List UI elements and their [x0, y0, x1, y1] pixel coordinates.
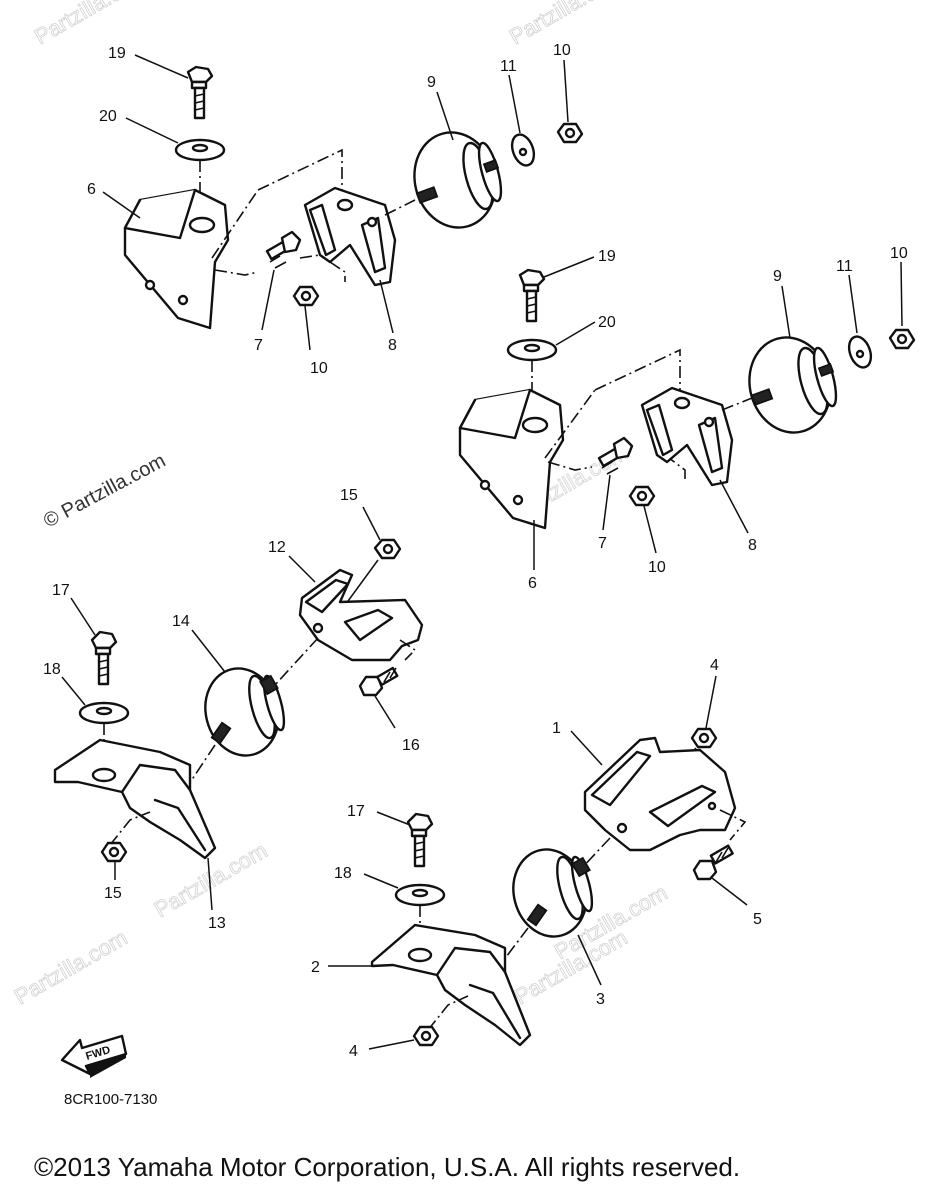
callout-15: 15 — [340, 487, 358, 504]
diagram-code: 8CR100-7130 — [64, 1091, 157, 1108]
callout-4: 4 — [710, 657, 719, 674]
washer-20 — [506, 338, 558, 362]
callout-11: 11 — [836, 258, 853, 275]
callout-12: 12 — [268, 539, 286, 556]
nut-4 — [690, 727, 718, 749]
mount-14 — [204, 667, 286, 757]
callout-6: 6 — [87, 181, 96, 198]
washer-11 — [510, 133, 536, 167]
bracket-6 — [123, 188, 230, 330]
nut-15 — [373, 538, 402, 560]
washer-18 — [78, 701, 130, 725]
callout-9: 9 — [427, 74, 436, 91]
callout-14: 14 — [172, 613, 190, 630]
nut-10 — [292, 285, 320, 307]
bracket-6 — [458, 388, 565, 530]
callout-7: 7 — [598, 535, 607, 552]
callout-8: 8 — [748, 537, 757, 554]
copyright-notice: ©2013 Yamaha Motor Corporation, U.S.A. A… — [34, 1152, 740, 1182]
callout-10: 10 — [553, 42, 571, 59]
bolt-16 — [358, 666, 399, 697]
bolt-7 — [597, 436, 634, 475]
callout-2: 2 — [311, 959, 320, 976]
callout-19: 19 — [108, 45, 126, 62]
callout-20: 20 — [598, 314, 616, 331]
assembly-lower-left — [53, 538, 424, 863]
nut-15 — [100, 841, 128, 863]
nut-10 — [628, 485, 656, 507]
bracket-1 — [583, 736, 737, 852]
callout-6: 6 — [528, 575, 537, 592]
bolt-19 — [186, 65, 214, 120]
assembly-lower-right — [370, 727, 747, 1047]
bolt-17 — [406, 812, 434, 868]
callout-5: 5 — [753, 911, 762, 928]
callout-labels: 19 20 6 7 10 8 9 11 10 19 20 9 11 10 7 1… — [43, 42, 908, 1060]
bolt-19 — [518, 268, 546, 323]
callout-17: 17 — [347, 803, 365, 820]
bolt-7 — [265, 230, 302, 269]
watermark-faint: Partzilla.com — [10, 925, 132, 1010]
callout-18: 18 — [334, 865, 352, 882]
bracket-2 — [370, 923, 532, 1047]
callout-11: 11 — [500, 58, 517, 75]
bracket-13 — [53, 738, 217, 860]
callout-10: 10 — [310, 360, 328, 377]
nut-4 — [412, 1025, 440, 1047]
callout-9: 9 — [773, 268, 782, 285]
callout-13: 13 — [208, 915, 226, 932]
callout-7: 7 — [254, 337, 263, 354]
bracket-12 — [298, 568, 424, 662]
forward-arrow-icon: FWD — [60, 1034, 128, 1078]
washer-18 — [394, 883, 446, 907]
bolt-17 — [90, 630, 118, 686]
assembly-top-right — [458, 268, 916, 530]
callout-10: 10 — [648, 559, 666, 576]
callout-17: 17 — [52, 582, 70, 599]
bracket-8 — [640, 386, 734, 487]
mount-9 — [413, 131, 503, 229]
washer-20 — [174, 138, 226, 162]
mount-3 — [512, 848, 594, 938]
callout-19: 19 — [598, 248, 616, 265]
washer-11 — [847, 335, 873, 369]
leader-lines — [61, 54, 903, 1050]
callout-20: 20 — [99, 108, 117, 125]
watermark-faint: Partzilla.com — [30, 0, 152, 49]
callout-15: 15 — [104, 885, 122, 902]
mount-9 — [748, 336, 838, 434]
watermark-brand: © Partzilla.com — [40, 450, 169, 533]
bracket-8 — [303, 186, 397, 287]
callout-4: 4 — [349, 1043, 358, 1060]
callout-18: 18 — [43, 661, 61, 678]
bolt-5 — [692, 844, 734, 881]
assembly-top-left — [123, 65, 584, 330]
callout-1: 1 — [552, 720, 561, 737]
callout-8: 8 — [388, 337, 397, 354]
callout-10: 10 — [890, 245, 908, 262]
nut-10 — [556, 122, 584, 144]
nut-10 — [888, 328, 916, 350]
callout-3: 3 — [596, 991, 605, 1008]
callout-16: 16 — [402, 737, 420, 754]
